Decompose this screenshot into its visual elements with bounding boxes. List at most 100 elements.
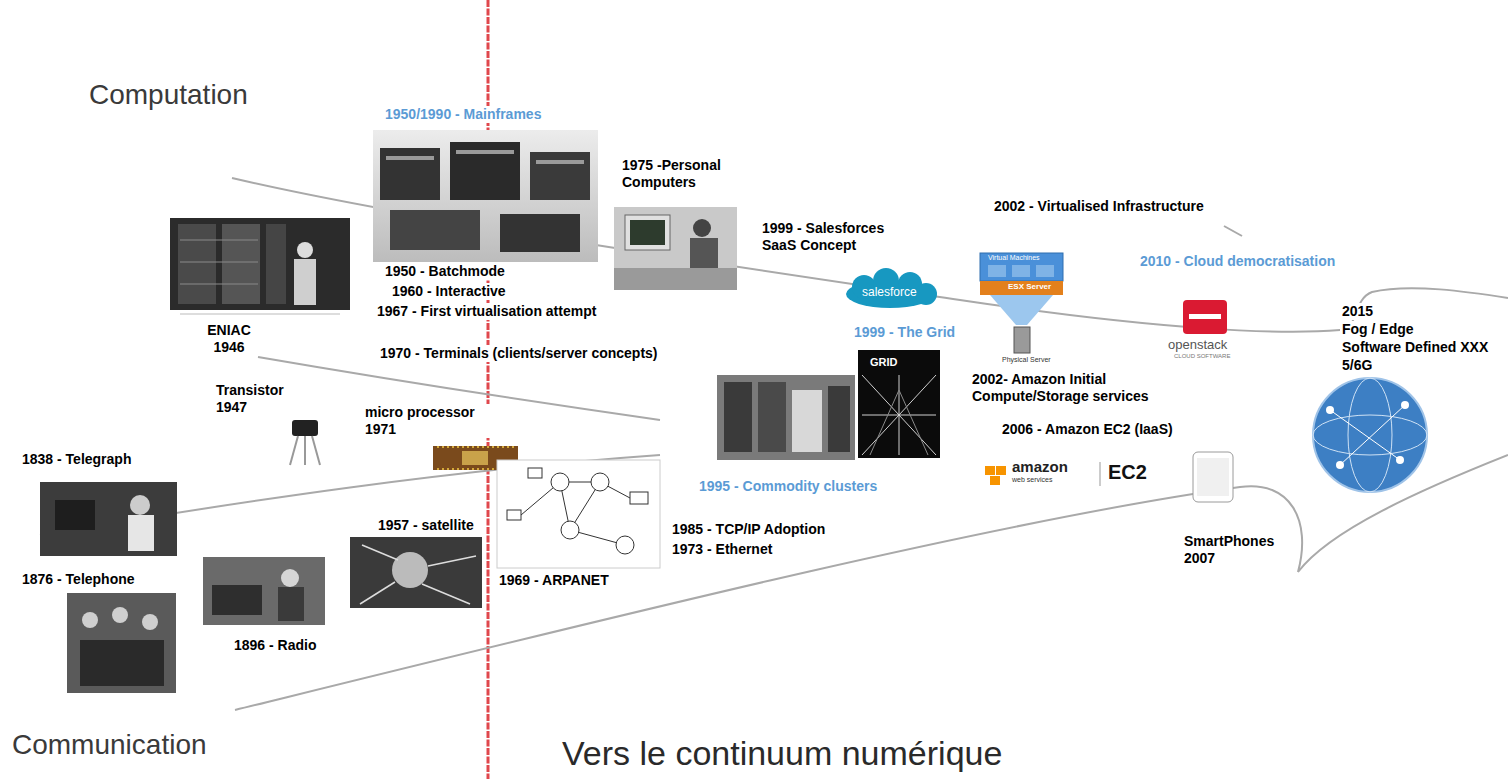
arpanet-sketch xyxy=(561,521,579,539)
virtualisation-graphic xyxy=(1012,265,1030,277)
event-label: 2002- Amazon Initial Compute/Storage ser… xyxy=(970,371,1209,405)
era-label: 1995 - Commodity clusters xyxy=(697,478,879,495)
event-label: 1960 - Interactive xyxy=(390,283,508,300)
event-label: 1973 - Ethernet xyxy=(670,541,774,558)
cluster-photo xyxy=(828,386,850,452)
mainframe-photo xyxy=(386,156,434,160)
satellite-photo xyxy=(350,537,482,608)
telephone-photo xyxy=(67,593,176,693)
salesforce-logo xyxy=(846,268,937,308)
eniac-photo xyxy=(297,242,313,258)
amazon-logo xyxy=(996,466,1006,475)
logo-text: EC2 xyxy=(1106,460,1149,484)
logo-text: amazon xyxy=(1010,458,1070,476)
arpanet-sketch xyxy=(630,492,648,504)
mainframe-photo xyxy=(456,150,514,154)
telephone-photo xyxy=(67,593,176,693)
axis-title: Computation xyxy=(87,78,250,112)
logo-text: Virtual Machines xyxy=(986,254,1042,262)
radio-photo xyxy=(212,585,262,615)
radio-photo xyxy=(281,569,299,587)
eniac-photo xyxy=(180,240,258,241)
footer-title: Vers le continuum numérique xyxy=(560,733,1004,774)
telegraph-photo xyxy=(130,495,150,515)
logo-text: openstack xyxy=(1166,337,1229,353)
eniac-photo xyxy=(170,310,350,319)
arpanet-sketch xyxy=(528,468,542,478)
telephone-photo xyxy=(142,614,158,630)
arpanet-sketch xyxy=(507,510,521,520)
event-label: 1969 - ARPANET xyxy=(497,572,611,589)
network-globe xyxy=(1313,378,1427,492)
mainframe-photo xyxy=(536,160,584,164)
event-label: 1985 - TCP/IP Adoption xyxy=(670,521,827,538)
mainframe-photo xyxy=(380,148,440,200)
network-globe xyxy=(1348,378,1392,492)
event-label: 1896 - Radio xyxy=(232,637,318,654)
eniac-photo xyxy=(180,314,340,315)
virtualisation-graphic xyxy=(980,253,1063,281)
cluster-photo xyxy=(724,382,752,452)
telegraph-photo xyxy=(128,515,154,551)
timeline-curve xyxy=(235,455,1508,710)
event-label: 2006 - Amazon EC2 (IaaS) xyxy=(1000,421,1175,438)
virtualisation-graphic xyxy=(980,253,1063,353)
event-label: micro processor 1971 xyxy=(363,404,492,438)
cluster-photo xyxy=(717,375,855,460)
grid-book xyxy=(862,375,936,455)
timeline-curve xyxy=(40,178,1508,710)
event-label: Transistor 1947 xyxy=(214,382,303,416)
telephone-photo xyxy=(112,607,128,623)
eniac-photo xyxy=(178,224,216,304)
logo-text: ESX Server xyxy=(1006,282,1053,292)
eniac-photo xyxy=(170,218,350,319)
network-globe xyxy=(1330,410,1400,460)
eniac-photo xyxy=(222,224,260,304)
event-label: SmartPhones 2007 xyxy=(1182,533,1291,567)
salesforce-logo xyxy=(915,283,937,305)
network-globe xyxy=(1396,456,1404,464)
mainframe-photo xyxy=(373,130,598,262)
event-label: 1838 - Telegraph xyxy=(20,451,133,468)
event-label: 1970 - Terminals (clients/server concept… xyxy=(378,345,660,362)
virtualisation-graphic xyxy=(980,281,1063,295)
transistor-icon xyxy=(312,436,320,465)
event-label: Software Defined XXX xyxy=(1340,339,1490,356)
satellite-photo xyxy=(350,537,482,608)
amazon-logo xyxy=(990,476,1000,485)
microprocessor-icon xyxy=(437,446,514,448)
era-label: 1950/1990 - Mainframes xyxy=(383,106,543,123)
transistor-icon xyxy=(290,436,298,465)
personal-computer-photo xyxy=(614,207,737,290)
transistor-icon xyxy=(292,420,318,436)
event-label: 1967 - First virtualisation attempt xyxy=(375,303,598,320)
transistor-icon xyxy=(304,436,306,465)
event-label: Fog / Edge xyxy=(1340,321,1416,338)
eniac-photo xyxy=(180,262,258,263)
network-globe xyxy=(1336,461,1344,469)
mainframe-photo xyxy=(500,214,580,252)
smartphone-icon xyxy=(1193,452,1233,502)
event-label: 5/6G xyxy=(1340,357,1374,374)
cluster-photo xyxy=(717,375,855,460)
radio-photo xyxy=(203,557,325,625)
virtualisation-graphic xyxy=(988,265,1006,277)
arpanet-sketch xyxy=(591,473,609,491)
personal-computer-photo xyxy=(625,215,670,250)
arpanet-sketch xyxy=(551,473,569,491)
eniac-photo xyxy=(266,224,286,304)
network-globe xyxy=(1313,415,1427,455)
logo-text: CLOUD SOFTWARE xyxy=(1172,353,1232,360)
telegraph-photo xyxy=(55,500,95,530)
personal-computer-photo xyxy=(614,268,737,290)
arpanet-sketch xyxy=(497,460,660,568)
arpanet-sketch xyxy=(497,460,660,568)
microprocessor-icon xyxy=(462,451,488,465)
event-label: 1950 - Batchmode xyxy=(383,263,507,280)
network-globe xyxy=(1340,405,1405,465)
arpanet-sketch xyxy=(616,536,634,554)
radio-photo xyxy=(203,557,325,625)
event-label: 2002 - Virtualised Infrastructure xyxy=(992,198,1206,215)
grid-book xyxy=(858,350,940,458)
telephone-photo xyxy=(80,640,164,686)
